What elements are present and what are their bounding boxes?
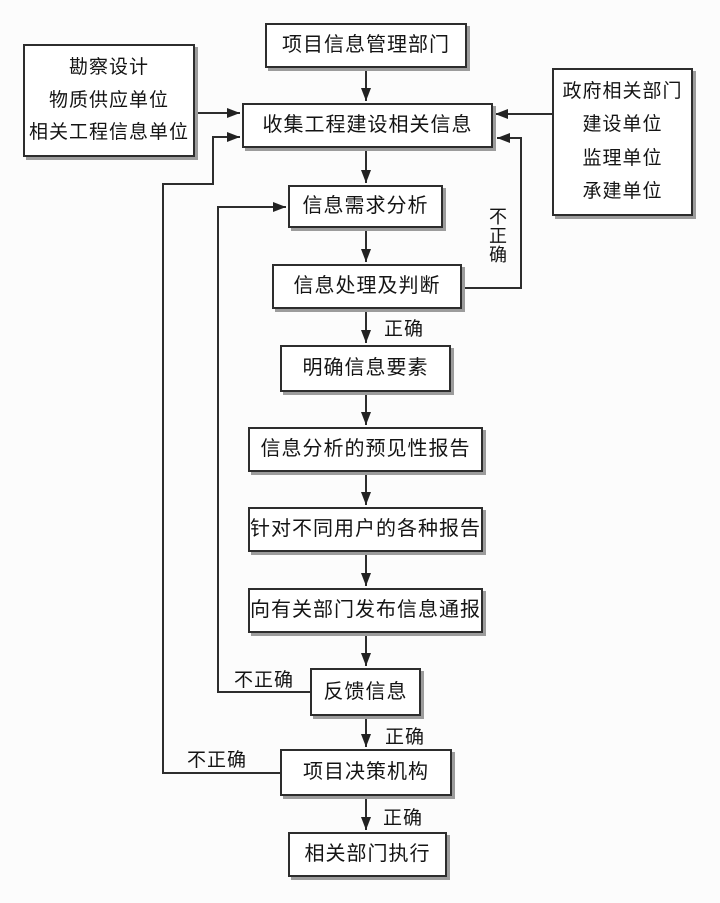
node-label-line: 承建单位: [582, 180, 663, 202]
node-label-line: 建设单位: [582, 114, 663, 136]
node-label-line: 勘察设计: [68, 56, 149, 78]
label-correct-after-feedback: 正确: [385, 727, 426, 748]
node-label: 向有关部门发布信息通报: [250, 599, 481, 621]
node-label: 项目决策机构: [303, 761, 429, 783]
node-label-line: 监理单位: [582, 147, 663, 169]
node-label: 反馈信息: [323, 680, 408, 703]
node-label: 项目信息管理部门: [282, 34, 450, 56]
node-label: 相关部门执行: [304, 843, 431, 865]
node-clarify-elements: 明确信息要素: [280, 345, 451, 392]
node-user-reports: 针对不同用户的各种报告: [248, 507, 483, 552]
label-incorrect-feedback-loop: 不正确: [234, 670, 295, 691]
node-feedback-info: 反馈信息: [310, 668, 421, 716]
node-label: 明确信息要素: [302, 357, 429, 379]
node-label-line: 物质供应单位: [48, 89, 169, 111]
node-demand-analysis: 信息需求分析: [288, 185, 443, 228]
node-label: 针对不同用户的各种报告: [250, 518, 481, 540]
label-incorrect-process-loop: 不正确: [489, 207, 507, 265]
node-project-info-dept: 项目信息管理部门: [265, 23, 467, 68]
node-right-sources: 政府相关部门 建设单位 监理单位 承建单位: [552, 68, 693, 216]
node-label: 信息需求分析: [302, 195, 429, 217]
label-correct-after-decision: 正确: [383, 808, 424, 829]
node-publish-notice: 向有关部门发布信息通报: [248, 588, 483, 633]
node-label: 信息分析的预见性报告: [260, 438, 471, 460]
node-decision-body: 项目决策机构: [280, 749, 452, 796]
label-correct-after-process: 正确: [384, 319, 425, 340]
node-label: 信息处理及判断: [293, 275, 441, 297]
node-execute-depts: 相关部门执行: [288, 832, 447, 877]
label-incorrect-decision-loop: 不正确: [187, 750, 248, 771]
node-process-judge: 信息处理及判断: [272, 264, 462, 309]
loop-decision-incorrect-to-collect: [162, 132, 280, 774]
node-label-line: 政府相关部门: [562, 81, 683, 103]
node-label-line: 相关工程信息单位: [28, 122, 189, 144]
node-label: 收集工程建设相关信息: [262, 114, 473, 136]
node-left-sources: 勘察设计 物质供应单位 相关工程信息单位: [23, 44, 195, 157]
node-collect-info: 收集工程建设相关信息: [242, 103, 493, 148]
node-forecast-report: 信息分析的预见性报告: [248, 427, 483, 472]
loop-process-incorrect-to-collect: [462, 133, 522, 289]
loop-feedback-incorrect-to-demand: [217, 202, 310, 693]
